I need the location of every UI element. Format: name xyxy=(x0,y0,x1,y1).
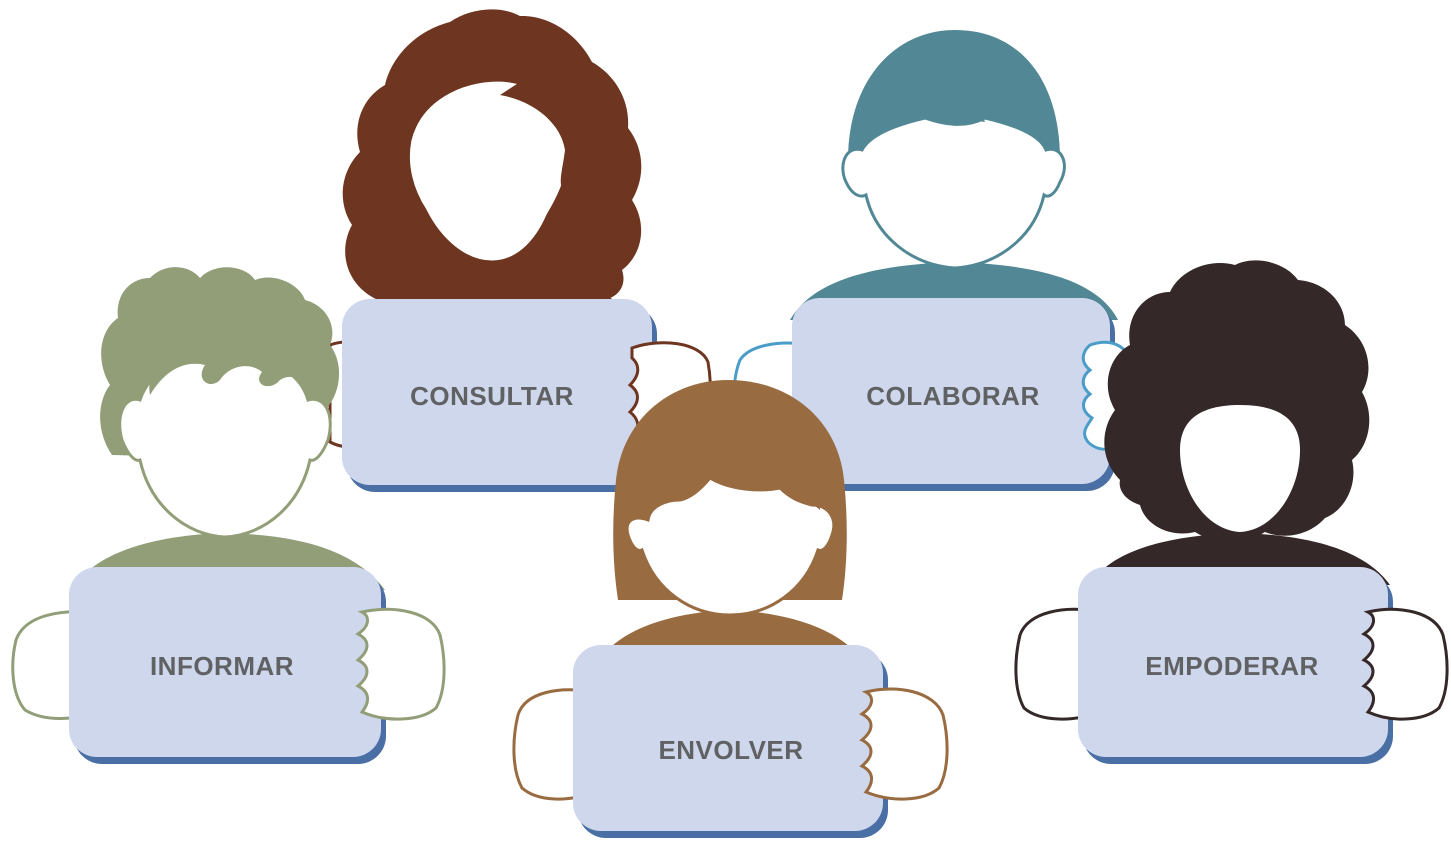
sign-label-informar: INFORMAR xyxy=(150,651,294,681)
face-empoderar xyxy=(1180,405,1300,532)
sign-label-consultar: CONSULTAR xyxy=(410,381,574,411)
figure-colaborar: COLABORAR xyxy=(732,30,1135,491)
fringe-colaborar xyxy=(860,87,1049,145)
body-consultar xyxy=(380,262,620,305)
sign-colaborar xyxy=(792,298,1110,484)
sign-consultar xyxy=(342,299,652,485)
curls-informar xyxy=(149,344,305,395)
body-envolver xyxy=(606,610,855,652)
sign-label-envolver: ENVOLVER xyxy=(658,735,803,765)
face-envolver xyxy=(625,476,836,617)
figure-informar: INFORMAR xyxy=(11,267,446,764)
sign-label-empoderar: EMPODERAR xyxy=(1145,651,1319,681)
sign-empoderar xyxy=(1078,567,1388,757)
figure-envolver: ENVOLVER xyxy=(512,380,949,838)
hair-empoderar xyxy=(1104,260,1370,542)
sign-informar xyxy=(69,567,381,757)
face-colaborar xyxy=(841,116,1066,270)
sign-label-colaborar: COLABORAR xyxy=(866,381,1040,411)
bangs-envolver xyxy=(640,440,821,520)
right-hand-envolver xyxy=(859,687,949,801)
right-hand-informar xyxy=(355,607,446,721)
bangs-consultar xyxy=(500,82,600,196)
sign-envolver xyxy=(573,645,883,831)
face-consultar xyxy=(406,78,571,264)
figure-empoderar: EMPODERAR xyxy=(1014,260,1449,764)
right-hand-empoderar xyxy=(1361,607,1449,721)
